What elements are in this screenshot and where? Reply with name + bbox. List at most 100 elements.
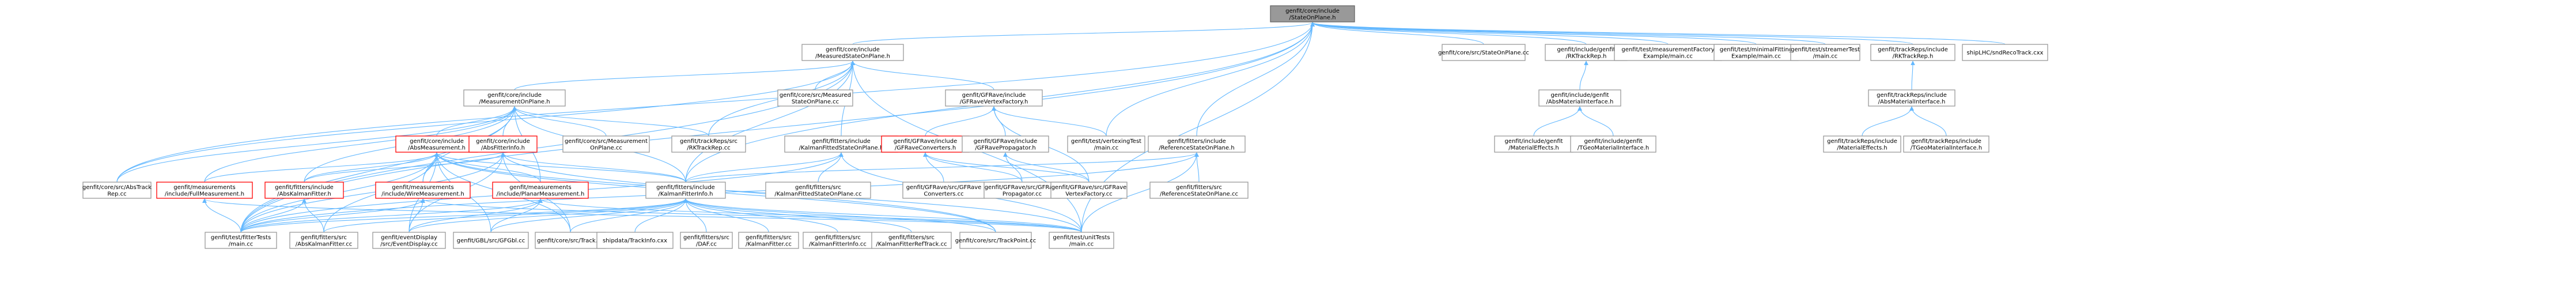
node-box xyxy=(1050,182,1128,199)
graph-node[interactable]: genfit/fitters/include/ReferenceStateOnP… xyxy=(1148,135,1246,153)
graph-node[interactable]: genfit/test/minimalFittingExample/main.c… xyxy=(1713,44,1799,61)
graph-node[interactable]: genfit/test/streamerTest/main.cc xyxy=(1790,44,1860,61)
dependency-edge xyxy=(240,198,425,233)
graph-node[interactable]: genfit/core/include/AbsMeasurement.h xyxy=(395,135,478,153)
dependency-edge xyxy=(202,198,1082,233)
node-box xyxy=(1614,44,1722,61)
graph-node[interactable]: genfit/fitters/include/KalmanFitterInfo.… xyxy=(645,182,726,199)
node-label: genfit/fitters/src xyxy=(683,235,729,241)
graph-node[interactable]: genfit/fitters/src/DAF.cc xyxy=(680,232,733,249)
node-label: /TGeoMaterialInterface.h xyxy=(1578,145,1649,151)
node-label: Example/main.cc xyxy=(1643,53,1693,59)
graph-node[interactable]: genfit/trackReps/include/RKTrackRep.h xyxy=(1870,44,1955,61)
node-label: genfit/GFRave/include xyxy=(974,138,1037,145)
graph-node[interactable]: genfit/core/src/Track.cc xyxy=(535,232,606,249)
graph-node[interactable]: genfit/GFRave/src/GFRaveVertexFactory.cc xyxy=(1050,182,1128,199)
graph-node[interactable]: genfit/GFRave/include/GFRaveConverters.h xyxy=(881,135,970,153)
dependency-edge xyxy=(240,198,688,233)
node-label: /AbsKalmanFitter.cc xyxy=(296,241,352,247)
graph-node[interactable]: genfit/fitters/src/AbsKalmanFitter.cc xyxy=(289,232,358,249)
graph-node[interactable]: genfit/test/vertexingTest/main.cc xyxy=(1067,135,1145,153)
graph-node[interactable]: genfit/test/unitTests/main.cc xyxy=(1049,232,1114,249)
node-box xyxy=(1870,44,1955,61)
node-label: genfit/fitters/include xyxy=(1167,138,1226,145)
node-label: genfit/core/include xyxy=(476,138,530,145)
graph-node[interactable]: genfit/trackReps/include/MaterialEffects… xyxy=(1823,135,1901,153)
graph-node[interactable]: genfit/fitters/include/KalmanFittedState… xyxy=(784,135,898,153)
node-label: Rep.cc xyxy=(107,191,126,197)
dependency-edge xyxy=(1909,106,1947,137)
graph-node[interactable]: genfit/GFRave/src/GFRavePropagator.cc xyxy=(984,182,1061,199)
node-label: /RKTrackRep.cc xyxy=(687,145,730,151)
dependency-edge xyxy=(408,198,425,233)
node-label: genfit/measurements xyxy=(509,184,571,191)
graph-node[interactable]: genfit/GBL/src/GFGbl.cc xyxy=(453,232,529,249)
node-label: genfit/fitters/src xyxy=(795,184,841,191)
node-label: genfit/fitters/include xyxy=(656,184,715,191)
graph-focus-node[interactable]: genfit/core/include/StateOnPlane.h xyxy=(1270,5,1355,22)
graph-node[interactable]: genfit/fitters/include/AbsKalmanFitter.h xyxy=(264,182,344,199)
graph-node[interactable]: genfit/test/fitterTests/main.cc xyxy=(205,232,277,249)
graph-node[interactable]: genfit/include/genfit/AbsMaterialInterfa… xyxy=(1538,89,1621,107)
graph-node[interactable]: shipdata/TrackInfo.cxx xyxy=(596,232,674,249)
node-label: genfit/fitters/src xyxy=(1176,184,1222,191)
graph-node[interactable]: genfit/fitters/src/ReferenceStateOnPlane… xyxy=(1149,182,1249,199)
graph-node[interactable]: genfit/include/genfit/RKTrackRep.h xyxy=(1545,44,1628,61)
graph-node[interactable]: genfit/core/include/MeasuredStateOnPlane… xyxy=(801,44,904,61)
dependency-edge xyxy=(434,152,1082,233)
node-label: /KalmanFitterInfo.cc xyxy=(809,241,867,247)
graph-node[interactable]: genfit/core/src/StateOnPlane.cc xyxy=(1438,44,1529,61)
node-box xyxy=(82,182,152,199)
graph-node[interactable]: genfit/fitters/src/KalmanFitter.cc xyxy=(738,232,799,249)
node-box xyxy=(1823,135,1901,153)
node-label: /RKTrackRep.h xyxy=(1893,53,1934,59)
graph-node[interactable]: genfit/fitters/src/KalmanFitterRefTrack.… xyxy=(871,232,952,249)
dependency-edge xyxy=(923,152,1023,183)
graph-node[interactable]: genfit/core/src/MeasurementOnPlane.cc xyxy=(562,135,650,153)
graph-node[interactable]: genfit/core/include/AbsFitterInfo.h xyxy=(468,135,538,153)
node-box xyxy=(803,232,873,249)
graph-node[interactable]: genfit/measurements/include/PlanarMeasur… xyxy=(492,182,589,199)
node-label: genfit/test/minimalFitting xyxy=(1720,47,1792,53)
node-label: genfit/GFRave/include xyxy=(962,92,1026,99)
graph-node[interactable]: genfit/fitters/src/KalmanFittedStateOnPl… xyxy=(765,182,871,199)
graph-node[interactable]: genfit/trackReps/include/TGeoMaterialInt… xyxy=(1903,135,1989,153)
dependency-edge xyxy=(925,106,996,137)
node-label: genfit/fitters/include xyxy=(812,138,871,145)
node-label: genfit/include/genfit xyxy=(1584,138,1642,145)
node-box xyxy=(156,182,253,199)
graph-node[interactable]: shipLHC/sndRecoTrack.cxx xyxy=(1962,44,2048,61)
dependency-edge xyxy=(240,152,505,233)
graph-node[interactable]: genfit/measurements/include/WireMeasurem… xyxy=(375,182,471,199)
graph-node[interactable]: genfit/core/src/MeasuredStateOnPlane.cc xyxy=(777,89,853,107)
graph-node[interactable]: genfit/GFRave/include/GFRaveVertexFactor… xyxy=(945,89,1043,107)
node-label: /KalmanFittedStateOnPlane.cc xyxy=(774,191,861,197)
graph-node[interactable]: genfit/trackReps/include/AbsMaterialInte… xyxy=(1868,89,1955,107)
dependency-edge xyxy=(204,152,439,183)
dependency-edge xyxy=(490,198,543,233)
dependency-edge xyxy=(490,198,688,233)
graph-node[interactable]: genfit/include/genfit/MaterialEffects.h xyxy=(1494,135,1573,153)
node-label: OnPlane.cc xyxy=(590,145,622,151)
node-label: genfit/GFRave/src/GFRave xyxy=(1051,184,1127,191)
dependency-edge xyxy=(818,152,843,183)
graph-node[interactable]: genfit/GFRave/include/GFRavePropagator.h xyxy=(962,135,1049,153)
dependency-edge xyxy=(683,198,769,233)
graph-node[interactable]: genfit/trackReps/src/RKTrackRep.cc xyxy=(671,135,746,153)
node-label: /GFRavePropagator.h xyxy=(975,145,1035,151)
dependency-edge xyxy=(1310,22,1913,45)
graph-node[interactable]: genfit/measurements/include/FullMeasurem… xyxy=(156,182,253,199)
graph-node[interactable]: genfit/include/genfit/TGeoMaterialInterf… xyxy=(1570,135,1656,153)
dependency-edge xyxy=(1579,61,1588,90)
node-label: genfit/core/src/AbsTrack xyxy=(82,184,152,191)
graph-node[interactable]: genfit/test/measurementFactoryExample/ma… xyxy=(1614,44,1722,61)
graph-node[interactable]: genfit/fitters/src/KalmanFitterInfo.cc xyxy=(803,232,873,249)
graph-node[interactable]: genfit/eventDisplay/src/EventDisplay.cc xyxy=(372,232,446,249)
graph-node[interactable]: genfit/core/src/TrackPoint.cc xyxy=(955,232,1037,249)
graph-node[interactable]: genfit/GFRave/src/GFRaveConverters.cc xyxy=(902,182,985,199)
node-label: genfit/fitters/src xyxy=(888,235,935,241)
node-label: shipdata/TrackInfo.cxx xyxy=(603,238,667,244)
graph-node[interactable]: genfit/core/include/MeasurementOnPlane.h xyxy=(463,89,566,107)
